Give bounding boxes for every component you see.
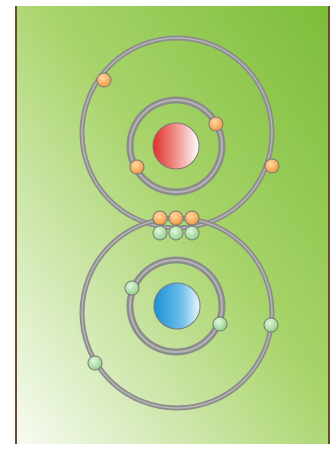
shared-electron-green	[169, 226, 183, 240]
background-panel	[17, 6, 328, 444]
frame-right-border	[328, 6, 330, 444]
top-outer-electron	[265, 159, 279, 173]
shared-electron-orange	[153, 211, 167, 225]
top-outer-electron	[97, 73, 111, 87]
top-inner-electron	[209, 117, 223, 131]
bottom-nucleus	[154, 283, 200, 329]
shared-electron-green	[185, 226, 199, 240]
shared-electron-orange	[185, 211, 199, 225]
bottom-inner-electron	[125, 281, 139, 295]
top-inner-electron	[130, 160, 144, 174]
frame-left-border	[15, 6, 17, 444]
bottom-inner-electron	[213, 317, 227, 331]
bottom-outer-electron	[88, 356, 102, 370]
shared-electron-green	[153, 226, 167, 240]
top-nucleus	[153, 123, 199, 169]
bottom-outer-electron	[264, 318, 278, 332]
shared-electron-orange	[169, 211, 183, 225]
